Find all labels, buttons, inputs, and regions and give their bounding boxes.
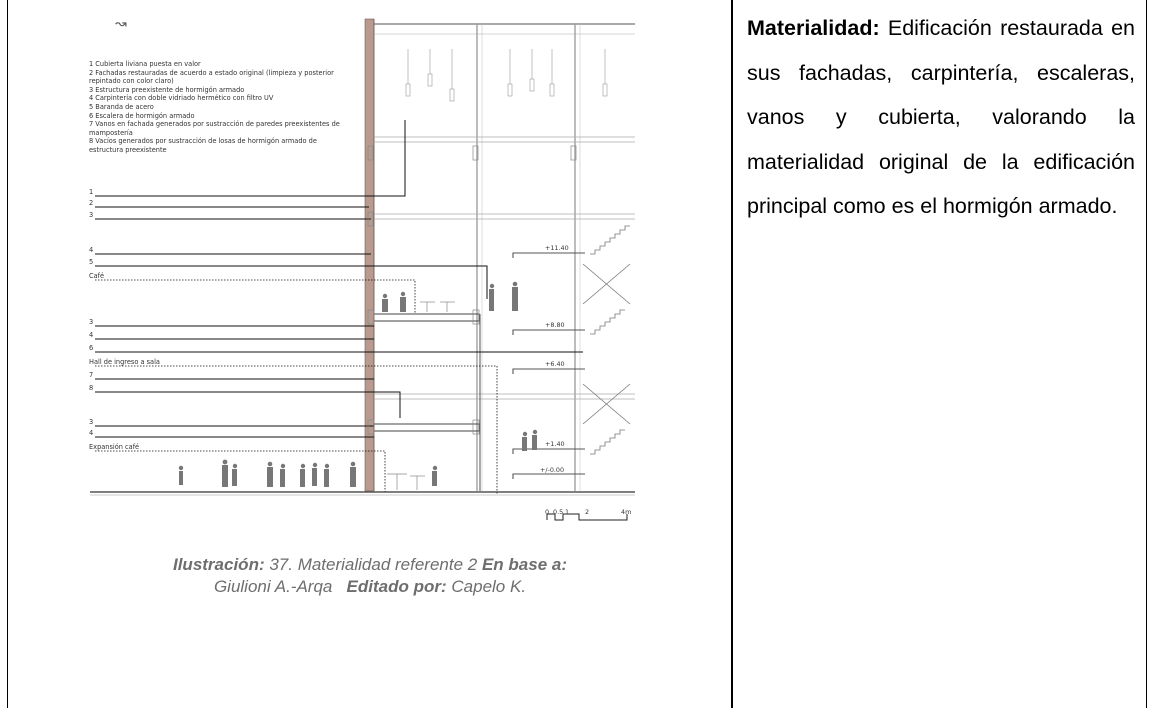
caption-text: Giulioni A.-Arqa <box>213 577 333 596</box>
scale-label: 2 <box>585 508 590 516</box>
scale-label: 4m <box>621 508 632 516</box>
callout-label: 4 <box>89 331 94 339</box>
caption-label: Editado por: <box>346 577 447 596</box>
level-label: +/-0.00 <box>540 466 565 474</box>
legend-item: 7 Vanos en fachada generados por sustrac… <box>89 120 340 137</box>
callout-label: 3 <box>89 318 94 326</box>
paragraph-lead: Materialidad: <box>747 16 880 40</box>
callout-label: 2 <box>89 199 94 207</box>
legend-item: 6 Escalera de hormigón armado <box>89 111 195 120</box>
paragraph-text: Edificación restaurada en sus fachadas, … <box>747 16 1135 218</box>
scale-label: 0 <box>545 508 550 516</box>
level-label: +6.40 <box>545 360 565 368</box>
description-paragraph: Materialidad: Edificación restaurada en … <box>747 6 1135 229</box>
legend-item: 1 Cubierta liviana puesta en valor <box>89 60 201 68</box>
scale-label: 0.5 <box>553 508 564 516</box>
figure-caption: Ilustración: 37. Materialidad referente … <box>60 554 680 598</box>
level-label: +11.40 <box>545 244 569 252</box>
callout-label: 1 <box>89 188 94 196</box>
legend-item: 8 Vacíos generados por sustracción de lo… <box>89 137 317 154</box>
callout-label: Café <box>89 272 105 280</box>
legend-item: 2 Fachadas restauradas de acuerdo a esta… <box>89 68 334 86</box>
north-arrow-icon: ↝ <box>115 16 127 32</box>
legend-item: 5 Baranda de acero <box>89 102 154 111</box>
drawing-legend: 1 Cubierta liviana puesta en valor 2 Fac… <box>89 60 349 155</box>
callout-label: Hall de ingreso a sala <box>89 358 160 366</box>
level-label: +8.80 <box>545 321 565 329</box>
caption-label: En base a: <box>481 555 568 574</box>
scale-label: 1 <box>565 508 570 516</box>
callout-label: 7 <box>89 371 94 379</box>
callout-label: 4 <box>89 246 94 254</box>
callout-label: Expansión café <box>89 443 140 451</box>
callout-label: 8 <box>89 384 94 392</box>
caption-text: 37. Materialidad referente 2 <box>264 555 482 574</box>
callout-label: 4 <box>89 429 94 437</box>
column-divider <box>731 0 733 708</box>
legend-item: 4 Carpintería con doble vidriado herméti… <box>89 94 274 103</box>
legend-item: 3 Estructura preexistente de hormigón ar… <box>89 85 245 94</box>
table-frame <box>7 0 1147 708</box>
caption-text: Capelo K. <box>446 577 527 596</box>
caption-label: Ilustración: <box>172 555 265 574</box>
callout-label: 3 <box>89 211 94 219</box>
callout-label: 6 <box>89 344 94 352</box>
level-label: +1.40 <box>545 440 565 448</box>
callout-label: 5 <box>89 258 94 266</box>
callout-label: 3 <box>89 418 94 426</box>
section-drawing <box>85 14 645 534</box>
